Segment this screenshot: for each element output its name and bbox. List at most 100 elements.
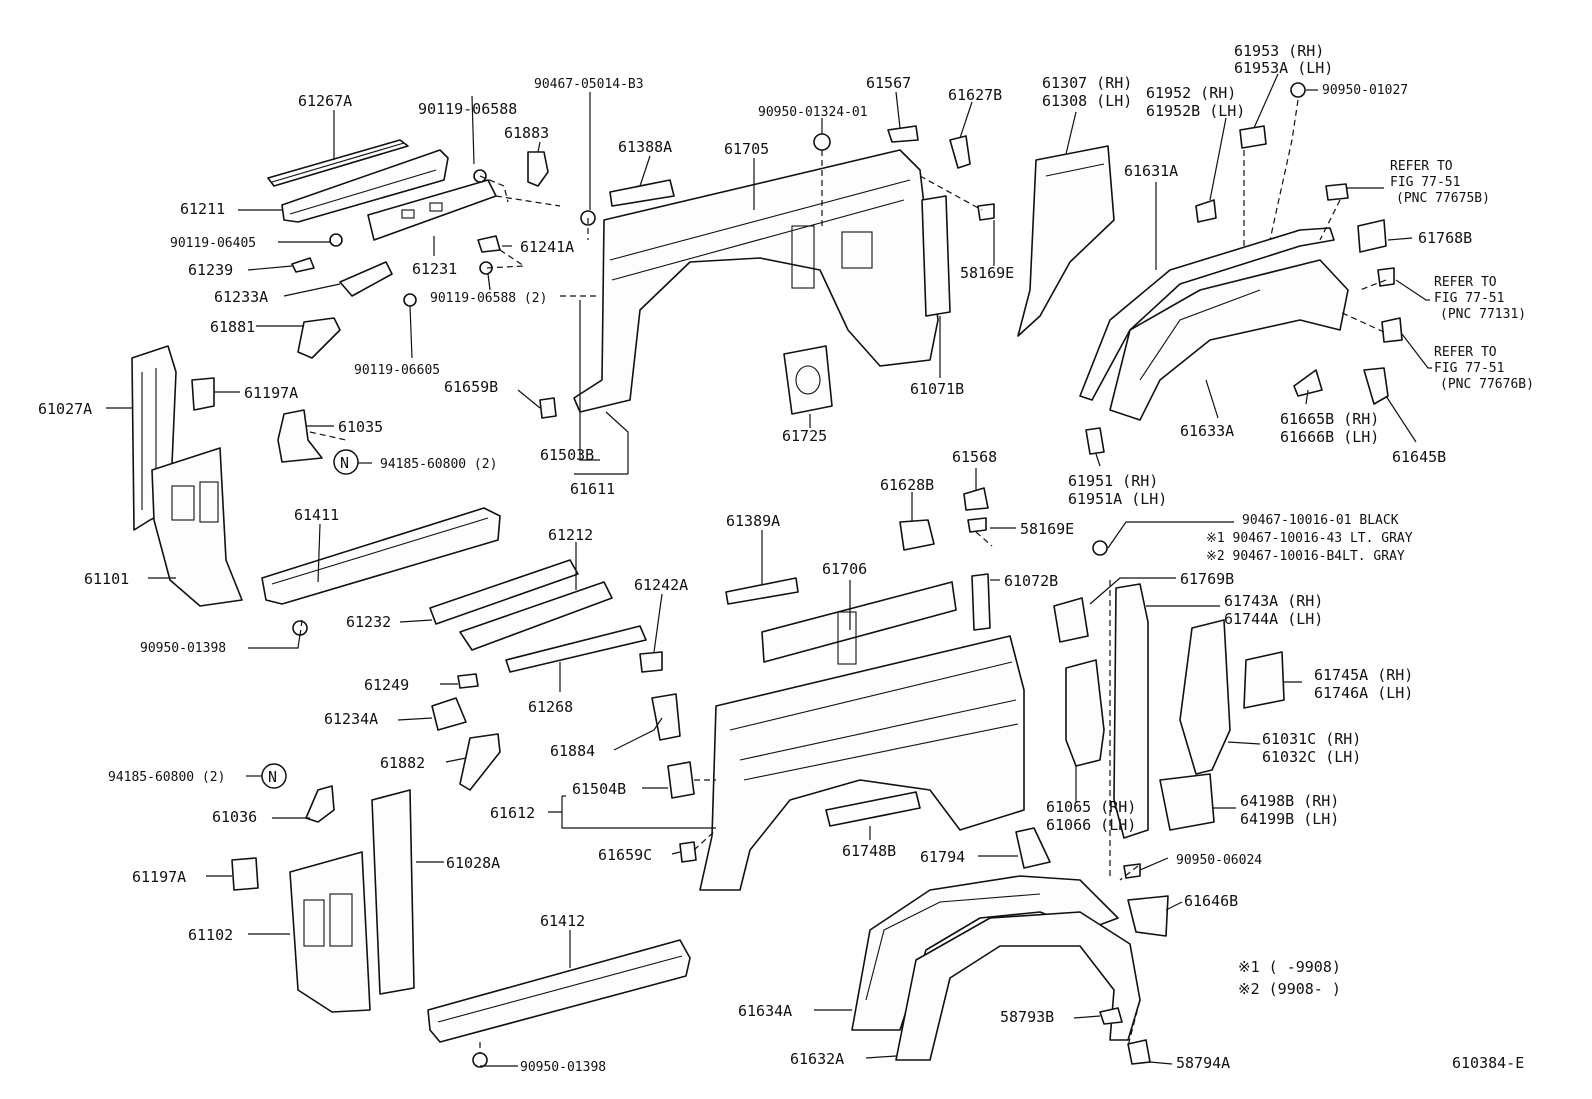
part-61612 [699,635,1025,891]
label-61952b: 61952B (LH) [1146,102,1245,120]
label-61268: 61268 [528,698,573,716]
label-61744a: 61744A (LH) [1224,610,1323,628]
label-61659c: 61659C [598,846,652,864]
label-61882: 61882 [380,754,425,772]
label-61197a-top: 61197A [244,384,298,402]
label-61241a: 61241A [520,238,574,256]
note-1: ※1 ( -9908) [1238,958,1341,976]
part-61645b [1363,367,1389,405]
part-ref-77676b [1381,317,1403,343]
label-61267a: 61267A [298,92,352,110]
part-61211 [281,149,449,223]
part-61412 [427,939,691,1043]
part-61234a [431,697,467,731]
label-ref2-l3: (PNC 77131) [1440,307,1526,322]
label-61633a: 61633A [1180,422,1234,440]
label-64198b: 64198B (RH) [1240,792,1339,810]
label-90950-01027: 90950-01027 [1322,83,1408,98]
part-61504b [667,761,695,799]
part-61627b [949,135,971,169]
label-61612: 61612 [490,804,535,822]
part-61388a [609,179,675,207]
part-64198b [1159,773,1215,831]
circle-n-bot-text: N [268,768,277,786]
label-90950-01398-top: 90950-01398 [140,641,226,656]
part-61568 [963,487,989,511]
label-61665b: 61665B (RH) [1280,410,1379,428]
label-61634a: 61634A [738,1002,792,1020]
part-61567 [887,125,919,143]
label-61233a: 61233A [214,288,268,306]
label-61028a: 61028A [446,854,500,872]
part-61659c [679,841,697,863]
assembly-dashes [299,99,1387,1054]
label-ref3-l2: FIG 77-51 [1434,361,1504,376]
label-61881: 61881 [210,318,255,336]
part-58794a [1127,1039,1151,1065]
label-61705: 61705 [724,140,769,158]
label-64199b: 64199B (LH) [1240,810,1339,828]
figure-id: 610384-E [1452,1054,1524,1072]
label-61032c: 61032C (LH) [1262,748,1361,766]
label-61232: 61232 [346,613,391,631]
label-61072b: 61072B [1004,572,1058,590]
label-61568: 61568 [952,448,997,466]
label-61211: 61211 [180,200,225,218]
label-61666b: 61666B (LH) [1280,428,1379,446]
label-94185-60800-bot: 94185-60800 (2) [108,770,225,785]
label-ref1-l2: FIG 77-51 [1390,175,1460,190]
part-labels: 61267A 90119-06588 90467-05014-B3 61883 … [38,42,1534,1075]
label-61951a: 61951A (LH) [1068,490,1167,508]
label-ref1-l3: (PNC 77675B) [1396,191,1490,206]
part-61743a [1113,583,1149,839]
bolt-90119-06405 [329,233,343,247]
label-ref2-l2: FIG 77-51 [1434,291,1504,306]
label-ref1-l1: REFER TO [1390,159,1453,174]
part-61212 [429,559,579,625]
label-90467-10016-43: ※1 90467-10016-43 LT. GRAY [1206,531,1413,546]
part-61101 [151,447,243,607]
clip-90467-10016 [1092,540,1108,556]
part-61242a [639,651,663,673]
part-61632a [895,911,1141,1061]
label-61659b: 61659B [444,378,498,396]
part-61633a [1109,259,1349,421]
part-61748b [825,791,921,827]
label-90950-01324-01: 90950-01324-01 [758,105,868,120]
label-90950-06024: 90950-06024 [1176,853,1262,868]
part-61307-61308 [1017,145,1115,337]
label-94185-60800-top: 94185-60800 (2) [380,457,497,472]
part-61031c [1179,619,1231,775]
label-ref3-l3: (PNC 77676B) [1440,377,1534,392]
part-61794 [1015,827,1051,869]
label-61249: 61249 [364,676,409,694]
part-61072b [971,573,991,631]
label-61628b: 61628B [880,476,934,494]
part-61249 [457,673,479,689]
label-61567: 61567 [866,74,911,92]
label-61748b: 61748B [842,842,896,860]
label-61645b: 61645B [1392,448,1446,466]
part-61706 [761,581,957,665]
label-61411: 61411 [294,506,339,524]
label-61308: 61308 (LH) [1042,92,1132,110]
part-61952 [1195,199,1217,223]
part-61665b [1293,369,1323,397]
label-ref3-l1: REFER TO [1434,345,1497,360]
label-61066: 61066 (LH) [1046,816,1136,834]
label-58169e-top: 58169E [960,264,1014,282]
part-61725 [783,345,833,415]
label-61743a: 61743A (RH) [1224,592,1323,610]
part-58169e-top [977,203,995,221]
part-61232 [459,581,613,651]
label-61239: 61239 [188,261,233,279]
label-61212: 61212 [548,526,593,544]
part-61389a [725,577,799,605]
label-90950-01398-bot: 90950-01398 [520,1060,606,1075]
label-61504b: 61504B [572,780,626,798]
label-61389a: 61389A [726,512,780,530]
label-ref2-l1: REFER TO [1434,275,1497,290]
label-61031c: 61031C (RH) [1262,730,1361,748]
label-90467-10016-01: 90467-10016-01 BLACK [1242,513,1399,528]
